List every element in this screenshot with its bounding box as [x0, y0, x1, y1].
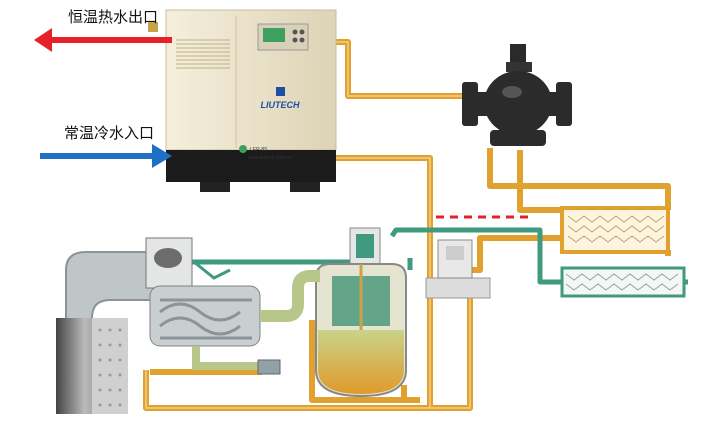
hot-water-outlet-label: 恒温热水出口: [68, 8, 159, 26]
screw-compressor: [56, 237, 320, 414]
three-way-valve: [462, 44, 572, 146]
brand-name: LIUTECH: [261, 100, 300, 110]
hot-water-arrow: [34, 28, 172, 52]
oil-cooler: [560, 266, 686, 298]
coolant-return-line: [193, 260, 231, 280]
model-label: LER-8S: [250, 147, 268, 153]
thermostat-valve: [425, 239, 491, 299]
compressor-cabinet: LIUTECH LER-8S www.liutech.com.cn: [148, 9, 337, 192]
control-display: [263, 28, 285, 42]
website-label: www.liutech.com.cn: [248, 155, 292, 161]
cold-water-inlet-label: 常温冷水入口: [64, 124, 155, 142]
liutech-logo-icon: [276, 87, 285, 96]
heat-exchanger-upper: [560, 206, 670, 254]
oil-separator-tank: [315, 227, 407, 398]
cold-water-arrow: [40, 144, 172, 168]
outlet-fitting: [148, 22, 158, 32]
